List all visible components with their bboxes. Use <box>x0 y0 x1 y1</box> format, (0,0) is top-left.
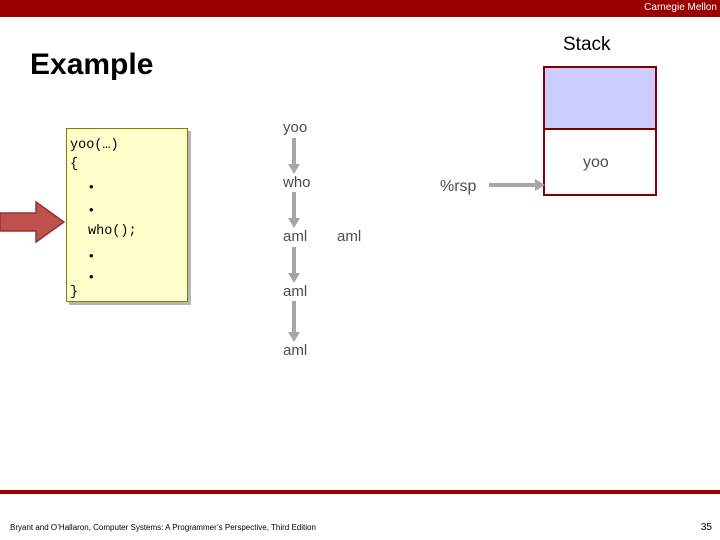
code-line-3: who(); <box>88 224 137 239</box>
stack-frame-lower <box>543 130 657 196</box>
code-bullet-3: • <box>89 248 94 263</box>
down-arrow-icon-3 <box>288 247 300 283</box>
red-arrow-icon <box>0 200 66 244</box>
down-arrow-icon-1 <box>288 138 300 174</box>
chain-label-who: who <box>283 174 311 191</box>
stack-frame-upper <box>543 66 657 130</box>
down-arrow-icon-2 <box>288 192 300 228</box>
down-arrow-icon-4 <box>288 301 300 342</box>
chain-label-aml-4: aml <box>283 342 308 359</box>
code-line-1: yoo(…) <box>70 138 119 153</box>
top-banner: Carnegie Mellon <box>0 0 720 17</box>
chain-label-yoo: yoo <box>283 119 308 136</box>
code-bullet-4: • <box>89 269 94 284</box>
slide-number: 35 <box>700 522 712 533</box>
footer-divider <box>0 490 720 494</box>
code-line-2: { <box>70 157 79 172</box>
code-line-4: } <box>70 285 79 300</box>
chain-label-aml-3: aml <box>283 283 308 300</box>
chain-label-aml-2: aml <box>337 228 362 245</box>
institution-label: Carnegie Mellon <box>644 2 717 13</box>
code-bullet-1: • <box>89 179 94 194</box>
footer-citation: Bryant and O’Hallaron, Computer Systems:… <box>10 523 316 532</box>
right-arrow-icon <box>489 179 545 191</box>
page-title: Example <box>30 48 154 81</box>
stack-frame-label-yoo: yoo <box>583 154 609 171</box>
rsp-label: %rsp <box>440 178 477 195</box>
stack-heading: Stack <box>563 34 611 55</box>
code-box <box>66 128 188 302</box>
chain-label-aml-1: aml <box>283 228 308 245</box>
code-bullet-2: • <box>89 202 94 217</box>
